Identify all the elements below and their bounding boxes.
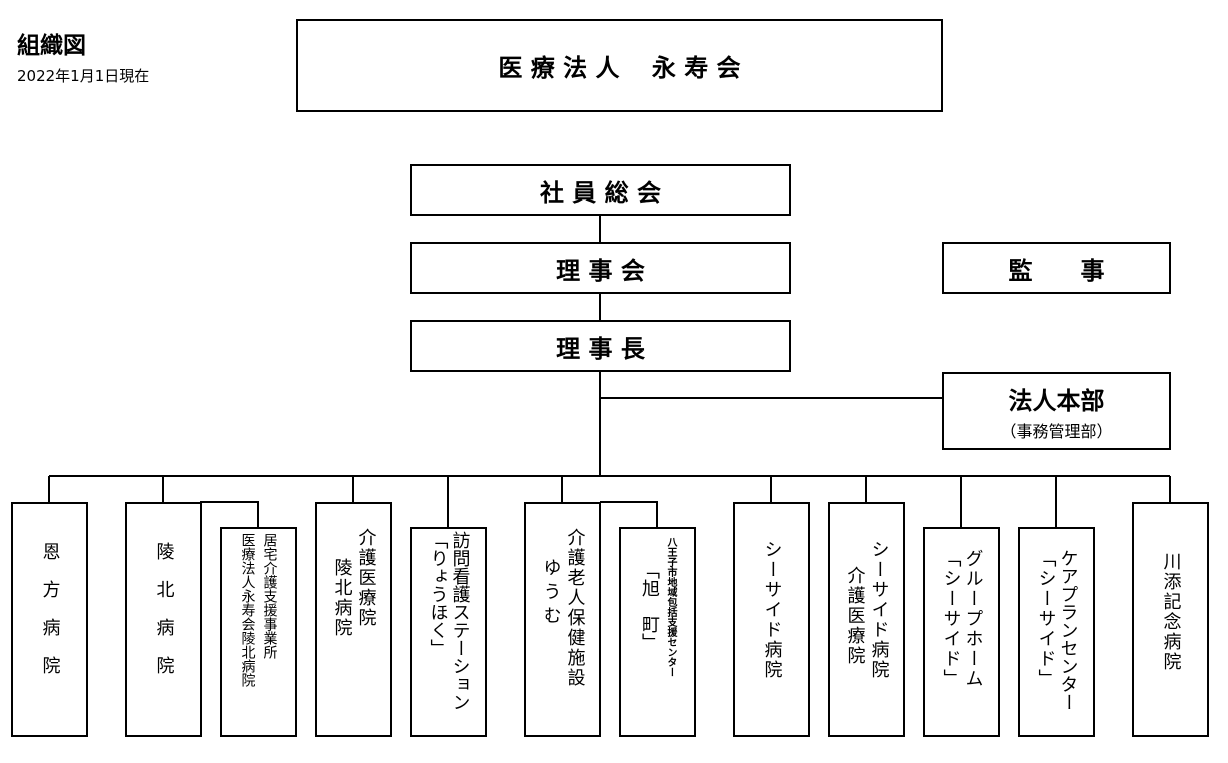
- unit-seaside-iryoin-line2: 介護医療院: [844, 566, 866, 666]
- unit-kyotaku-line2: 医療法人永寿会陵北病院: [239, 533, 256, 687]
- unit-kaigo-iryoin: 介護医療院 陵北病院: [315, 502, 392, 737]
- headquarters-label: 法人本部: [1008, 386, 1105, 415]
- unit-group-home-line1: グループホーム: [962, 549, 984, 689]
- unit-onkata-label: 恩方病院: [39, 542, 61, 694]
- unit-kaigo-iryoin-line1: 介護医療院: [355, 528, 377, 628]
- unit-kaigo-iryoin-line2: 陵北病院: [331, 558, 353, 638]
- unit-group-home-line2: 「シーサイド」: [940, 549, 962, 689]
- chairman-label: 理 事 長: [556, 334, 645, 363]
- headquarters-sublabel: （事務管理部）: [1000, 421, 1113, 441]
- unit-houkatsu-line2: 「旭 町」: [639, 561, 660, 651]
- unit-careplan-center: ケアプランセンター 「シーサイド」: [1018, 527, 1095, 737]
- unit-careplan-line2: 「シーサイド」: [1035, 549, 1057, 689]
- members-assembly-label: 社 員 総 会: [539, 178, 662, 207]
- as-of-date: 2022年1月1日現在: [17, 67, 150, 85]
- members-assembly-box: 社 員 総 会: [410, 164, 791, 216]
- root-org-label: 医 療 法 人 永 寿 会: [498, 54, 741, 82]
- unit-ryohoku-label: 陵北病院: [153, 542, 175, 694]
- unit-seaside-iryoin: シーサイド病院 介護医療院: [828, 502, 905, 737]
- unit-homon-kango: 訪問看護ステーション 「りょうほく」: [410, 527, 487, 737]
- unit-kawazoe-hospital: 川添記念病院: [1132, 502, 1209, 737]
- unit-careplan-line1: ケアプランセンター: [1057, 549, 1079, 711]
- unit-kyotaku-office: 居宅介護支援事業所 医療法人永寿会陵北病院: [220, 527, 297, 737]
- unit-roken-yuumu: 介護老人保健施設 ゆうむ: [524, 502, 601, 737]
- headquarters-box: 法人本部 （事務管理部）: [942, 372, 1171, 450]
- unit-houkatsu-line1: 八王子市地域包括支援センター: [665, 537, 676, 677]
- chairman-box: 理 事 長: [410, 320, 791, 372]
- root-org-box: 医 療 法 人 永 寿 会: [296, 19, 943, 112]
- unit-seaside-hospital: シーサイド病院: [733, 502, 810, 737]
- auditor-label: 監 事: [1008, 256, 1105, 285]
- board-box: 理 事 会: [410, 242, 791, 294]
- board-label: 理 事 会: [556, 256, 645, 285]
- page-title: 組織図: [17, 33, 86, 59]
- unit-seaside-iryoin-line1: シーサイド病院: [868, 540, 890, 680]
- unit-kawazoe-label: 川添記念病院: [1160, 552, 1182, 672]
- auditor-box: 監 事: [942, 242, 1171, 294]
- unit-houkatsu-center: 八王子市地域包括支援センター 「旭 町」: [619, 527, 696, 737]
- unit-roken-line2: ゆうむ: [540, 558, 562, 630]
- unit-homon-kango-line1: 訪問看護ステーション: [449, 531, 471, 711]
- unit-roken-line1: 介護老人保健施設: [564, 528, 586, 688]
- unit-onkata-hospital: 恩方病院: [11, 502, 88, 737]
- unit-group-home: グループホーム 「シーサイド」: [923, 527, 1000, 737]
- unit-homon-kango-line2: 「りょうほく」: [427, 531, 449, 657]
- unit-ryohoku-hospital: 陵北病院: [125, 502, 202, 737]
- unit-kyotaku-line1: 居宅介護支援事業所: [261, 533, 278, 659]
- unit-seaside-label: シーサイド病院: [761, 540, 783, 680]
